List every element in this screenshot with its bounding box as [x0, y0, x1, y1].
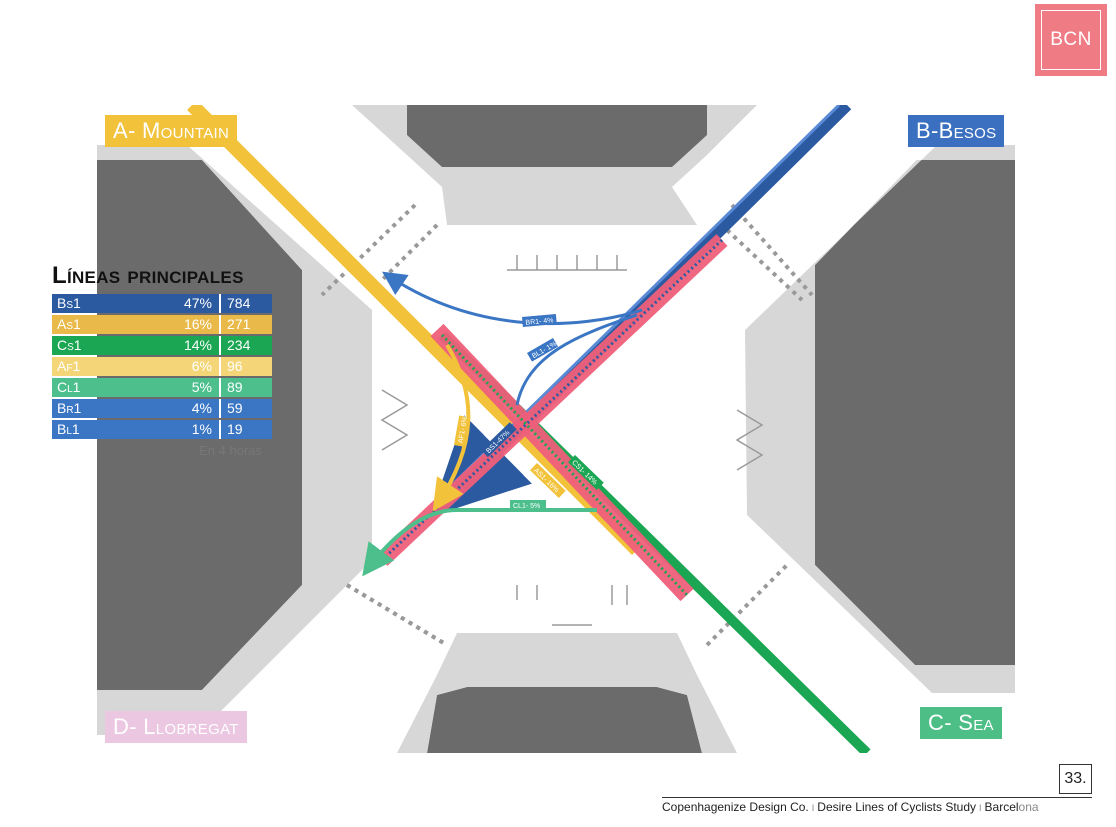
- footer-city-light: ona: [1018, 800, 1039, 814]
- legend-percent: 14%: [183, 337, 212, 353]
- footer-separator: I: [811, 803, 815, 813]
- legend-separator: [219, 420, 221, 439]
- legend-percent: 16%: [183, 316, 212, 332]
- legend-percent: 47%: [183, 295, 212, 311]
- legend-count: 234: [227, 337, 251, 353]
- footer-city-dark: Barcel: [984, 800, 1019, 814]
- legend-count: 89: [227, 379, 243, 395]
- legend-row: Af1 6% 96: [52, 357, 272, 376]
- legend-code: As1: [57, 316, 81, 332]
- corner-label-llobregat: D- Llobregat: [105, 711, 247, 743]
- route-bl1: [515, 313, 638, 406]
- legend-count: 19: [227, 421, 243, 437]
- corner-label-mountain: A- Mountain: [105, 115, 238, 147]
- legend-separator: [219, 294, 221, 313]
- footer-separator: I: [979, 803, 982, 813]
- legend-separator: [219, 399, 221, 418]
- legend-title: Líneas principales: [52, 262, 244, 289]
- legend-percent: 6%: [191, 358, 212, 374]
- legend-count: 784: [227, 295, 251, 311]
- bcn-logo-text: BCN: [1041, 10, 1101, 70]
- legend-percent: 1%: [191, 421, 212, 437]
- footer-study: Desire Lines of Cyclists Study: [817, 800, 977, 814]
- bcn-logo: BCN: [1035, 4, 1107, 76]
- label-af1: AF1- 6%: [457, 416, 469, 444]
- legend-separator: [219, 357, 221, 376]
- corner-label-sea: C- Sea: [920, 707, 1002, 739]
- legend-separator: [219, 315, 221, 334]
- legend-percent: 4%: [191, 400, 212, 416]
- legend-code: Af1: [57, 358, 81, 374]
- sidewalk-right: [745, 145, 1015, 693]
- sidewalk-bottom: [397, 633, 737, 753]
- label-cl1: CL1- 5%: [513, 503, 540, 510]
- label-br1: BR1- 4%: [525, 317, 554, 326]
- legend-count: 96: [227, 358, 243, 374]
- legend-row: Cs1 14% 234: [52, 336, 272, 355]
- legend-row: Bl1 1% 19: [52, 420, 272, 439]
- intersection-map: BR1- 4% BL1- 1% BS1-47% AF1- 6% AS1- 16%…: [97, 105, 1015, 753]
- footer-rule: [662, 797, 1092, 798]
- corner-label-besos: B-Besos: [908, 115, 1005, 147]
- legend-code: Bl1: [57, 421, 80, 437]
- lane-markings: [380, 255, 764, 626]
- route-cl1: [362, 508, 597, 577]
- legend-row: Br1 4% 59: [52, 399, 272, 418]
- legend-code: Cl1: [57, 379, 81, 395]
- sidewalk-top-inner: [407, 105, 707, 167]
- footer-org: Copenhagenize Design Co.: [662, 800, 809, 814]
- legend-code: Bs1: [57, 295, 81, 311]
- crosswalk-dots: [320, 203, 814, 647]
- legend-count: 59: [227, 400, 243, 416]
- page-number: 33.: [1059, 764, 1092, 794]
- legend-separator: [219, 336, 221, 355]
- legend-note: En 4 horas: [199, 443, 262, 458]
- sidewalk-left: [97, 145, 372, 735]
- block-bottom: [427, 687, 702, 753]
- legend-row: Bs1 47% 784: [52, 294, 272, 313]
- legend-percent: 5%: [191, 379, 212, 395]
- legend-code: Br1: [57, 400, 82, 416]
- legend-separator: [219, 378, 221, 397]
- legend-row: Cl1 5% 89: [52, 378, 272, 397]
- block-right: [815, 160, 1015, 665]
- legend-count: 271: [227, 316, 251, 332]
- legend-row: As1 16% 271: [52, 315, 272, 334]
- legend-code: Cs1: [57, 337, 82, 353]
